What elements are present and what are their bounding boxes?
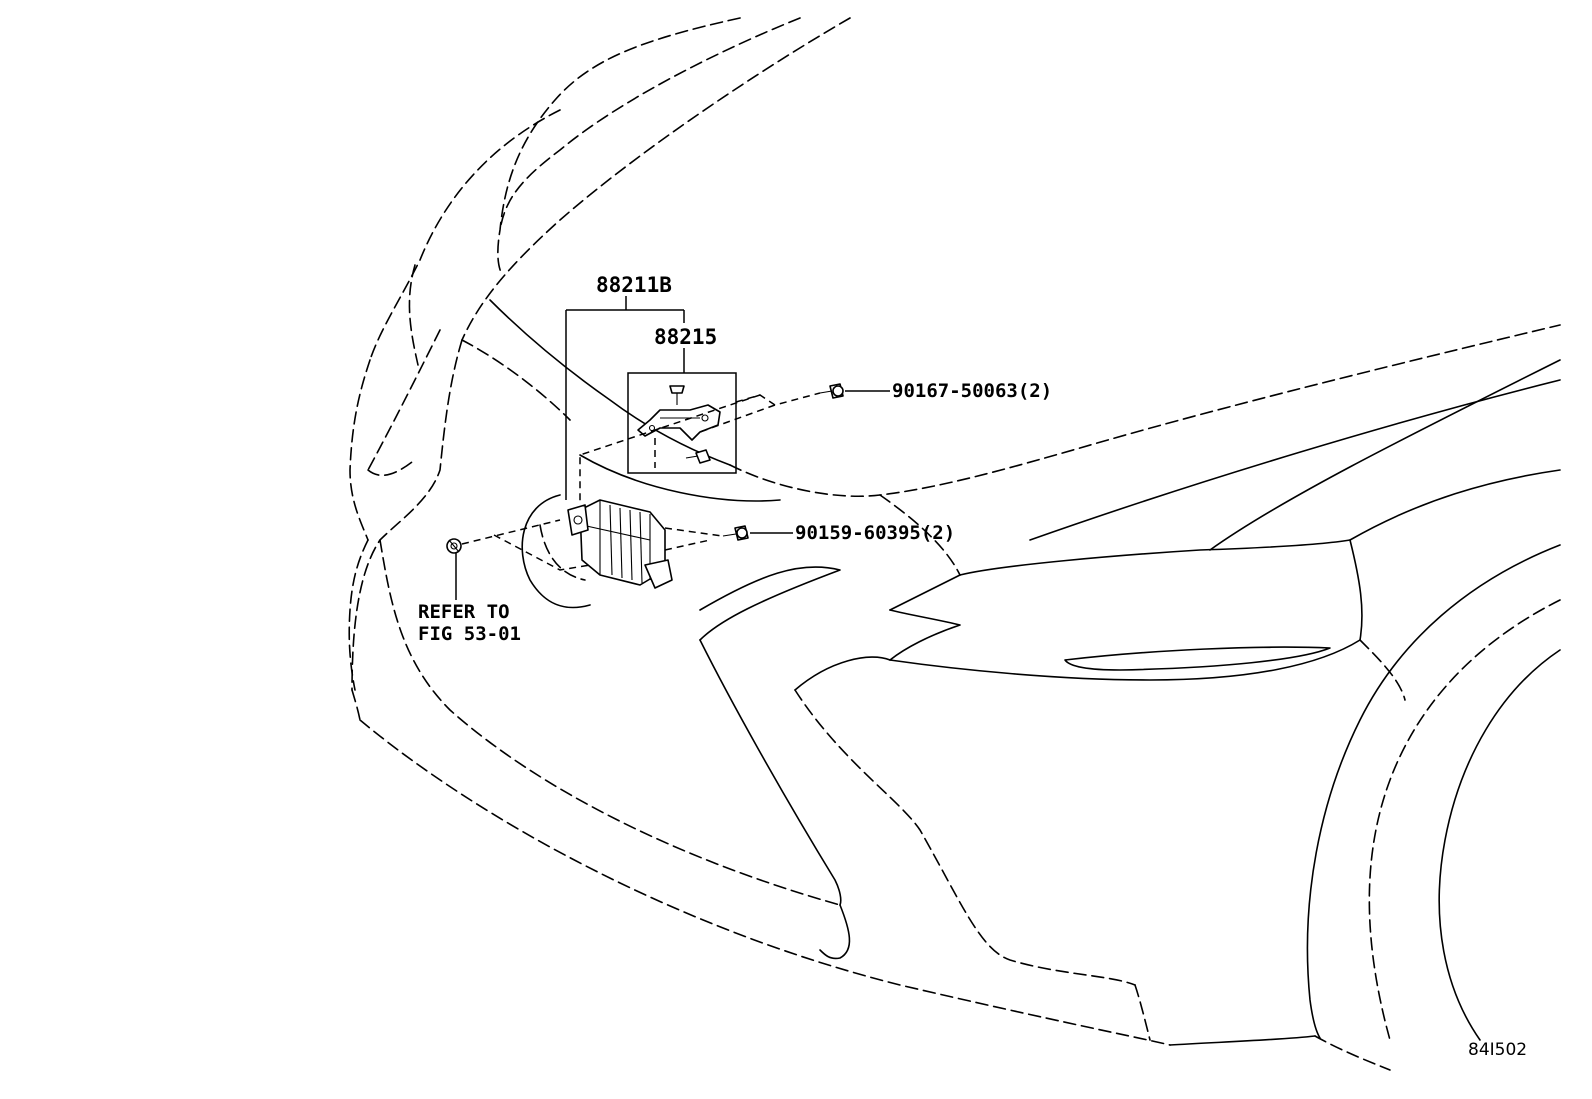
callout-assembly-part: 88211B bbox=[596, 273, 672, 297]
leader-lines bbox=[455, 296, 890, 600]
vehicle-body-outline bbox=[348, 17, 1561, 1071]
callout-upper-bolt: 90167-50063(2) bbox=[892, 380, 1052, 402]
fog-lamp-ring bbox=[521, 494, 591, 609]
lower-bolt bbox=[722, 525, 749, 541]
clip-nut bbox=[446, 538, 462, 554]
callout-lower-bolt: 90159-60395(2) bbox=[795, 522, 955, 544]
upper-bolt bbox=[819, 383, 844, 399]
radar-sensor-assembly bbox=[567, 499, 673, 589]
callout-bracket-part: 88215 bbox=[654, 325, 717, 349]
figure-code: 84I502 bbox=[1468, 1040, 1527, 1060]
callout-refer-line1: REFER TO bbox=[418, 601, 510, 623]
callout-refer-line2: FIG 53-01 bbox=[418, 623, 521, 645]
